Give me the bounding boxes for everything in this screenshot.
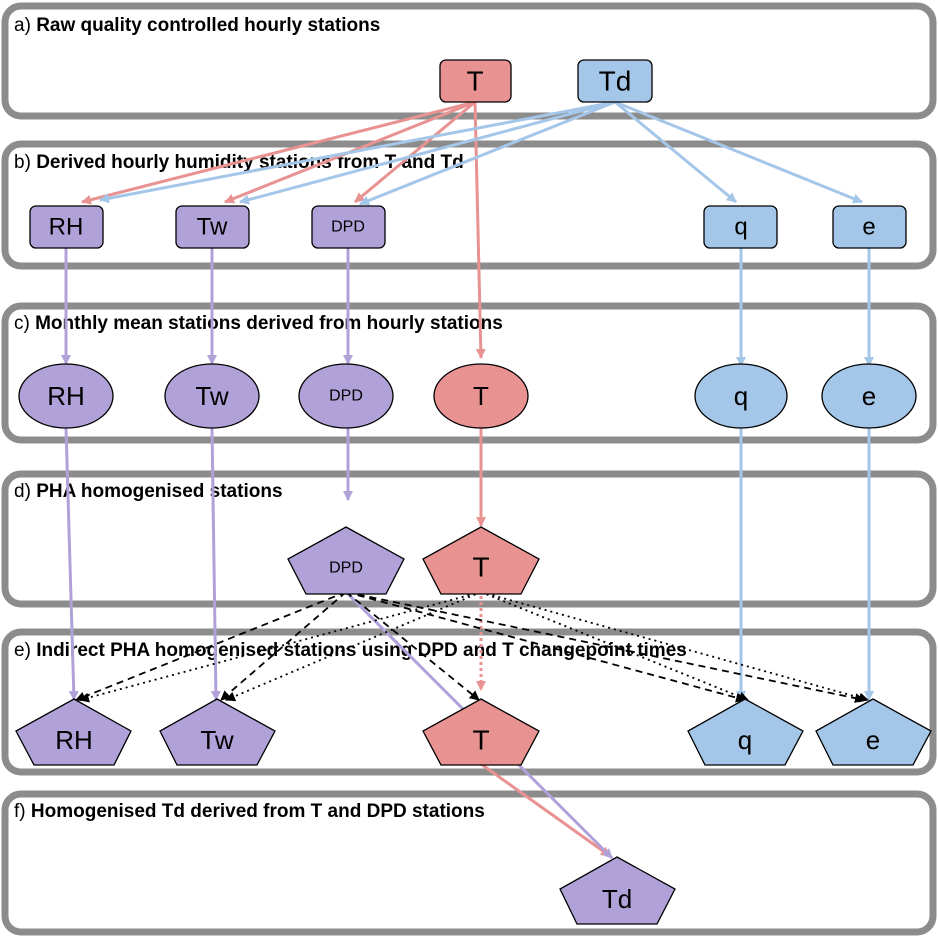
- node-c-q-label: q: [734, 381, 748, 411]
- panel-f-title: Homogenised Td derived from T and DPD st…: [31, 801, 485, 822]
- svg-text:c) Monthly mean stations deriv: c) Monthly mean stations derived from ho…: [14, 313, 503, 334]
- edge-d-DPD-to-e-RH-dashed: [75, 591, 347, 702]
- node-c-T-label: T: [473, 381, 489, 411]
- node-b-Tw: Tw: [175, 205, 250, 249]
- panel-a-letter: a): [14, 15, 31, 36]
- node-c-e: e: [821, 363, 917, 429]
- node-b-e-label: e: [862, 214, 875, 241]
- node-e-Tw: Tw: [159, 698, 276, 766]
- node-d-DPD-label: DPD: [329, 560, 363, 577]
- node-e-e: e: [815, 698, 932, 766]
- svg-text:d) PHA homogenised stations: d) PHA homogenised stations: [14, 481, 283, 502]
- edge-d-DPD-to-e-Tw-dashed: [220, 591, 347, 701]
- edge-a-Td-to-b-Tw: [239, 100, 616, 205]
- panel-c-letter: c): [14, 313, 30, 334]
- svg-text:b) Derived hourly humidity sta: b) Derived hourly humidity stations from…: [14, 152, 464, 173]
- node-a-T: T: [439, 59, 512, 103]
- node-c-Tw-label: Tw: [195, 381, 228, 411]
- node-e-T-label: T: [472, 725, 489, 756]
- node-e-q: q: [687, 698, 804, 766]
- edge-a-T-to-c-T: [473, 101, 486, 359]
- node-a-Td: Td: [577, 59, 653, 103]
- edge-d-T-to-e-q-dotted: [480, 591, 749, 702]
- edges-dewpoint: [99, 100, 874, 701]
- panel-d-letter: d): [14, 481, 31, 502]
- edge-a-Td-to-b-q: [614, 100, 737, 204]
- svg-text:f) Homogenised Td derived from: f) Homogenised Td derived from T and DPD…: [14, 801, 485, 822]
- node-c-DPD: DPD: [298, 363, 394, 429]
- edge-d-DPD-to-e-e-dashed: [345, 591, 865, 704]
- node-e-T: T: [422, 698, 540, 766]
- panel-e-letter: e): [14, 640, 31, 661]
- edge-a-T-to-b-DPD: [354, 100, 476, 204]
- edge-d-T-to-e-Tw-dotted: [225, 591, 482, 702]
- node-d-DPD: DPD: [287, 526, 405, 595]
- panel-c-title: Monthly mean stations derived from hourl…: [35, 313, 503, 334]
- svg-text:e) Indirect PHA homogenised st: e) Indirect PHA homogenised stations usi…: [14, 640, 687, 661]
- edge-c-Tw-to-e-Tw: [210, 427, 221, 701]
- edge-a-T-to-b-RH: [81, 100, 476, 205]
- edge-a-Td-to-b-RH: [99, 100, 616, 204]
- node-b-DPD: DPD: [311, 205, 386, 249]
- edge-d-T-to-e-e-dotted: [480, 591, 869, 703]
- node-c-DPD-label: DPD: [329, 388, 363, 405]
- edge-a-Td-to-b-DPD: [359, 100, 616, 206]
- node-c-RH-label: RH: [47, 381, 85, 411]
- panel-b-title: Derived hourly humidity stations from T …: [36, 152, 464, 173]
- edge-e-T-to-f-Td: [480, 762, 611, 858]
- svg-text:a) Raw quality controlled hour: a) Raw quality controlled hourly station…: [14, 15, 380, 36]
- edge-d-DPD-to-e-q-dashed: [345, 591, 746, 703]
- node-b-DPD-label: DPD: [331, 219, 365, 236]
- panel-b: b) Derived hourly humidity stations from…: [1, 140, 937, 270]
- node-a-Td-label: Td: [599, 66, 632, 97]
- edges-dpd-changepoints: [75, 591, 865, 704]
- node-c-Tw: Tw: [164, 363, 260, 429]
- panel-f-letter: f): [14, 801, 26, 822]
- edges-temperature: [81, 100, 611, 858]
- node-d-T: T: [422, 526, 540, 595]
- panel-b-letter: b): [14, 152, 31, 173]
- node-c-RH: RH: [18, 363, 114, 429]
- node-b-RH: RH: [29, 205, 104, 249]
- node-b-RH-label: RH: [49, 214, 84, 241]
- node-b-e: e: [832, 205, 907, 249]
- node-a-T-label: T: [466, 66, 483, 97]
- node-b-Tw-label: Tw: [197, 214, 228, 241]
- node-c-e-label: e: [862, 381, 876, 411]
- edge-a-Td-to-b-e: [614, 100, 863, 204]
- node-e-e-label: e: [866, 725, 880, 755]
- panel-d-title: PHA homogenised stations: [36, 481, 282, 502]
- panel-f: f) Homogenised Td derived from T and DPD…: [1, 790, 937, 936]
- panel-e-title: Indirect PHA homogenised stations using …: [36, 640, 687, 661]
- node-b-q: q: [703, 205, 778, 249]
- node-c-T: T: [433, 363, 529, 429]
- edges-t-changepoints: [79, 591, 869, 703]
- edge-d-DPD-to-e-T-dashed: [345, 591, 480, 701]
- panel-a-title: Raw quality controlled hourly stations: [36, 15, 380, 36]
- node-f-Td-label: Td: [602, 884, 632, 914]
- edge-c-RH-to-e-RH: [64, 427, 79, 701]
- node-f-Td: Td: [559, 856, 676, 925]
- node-e-RH-label: RH: [55, 725, 93, 755]
- node-b-q-label: q: [734, 214, 747, 241]
- node-e-Tw-label: Tw: [200, 725, 233, 755]
- node-e-q-label: q: [738, 725, 752, 755]
- node-c-q: q: [694, 363, 788, 429]
- node-d-T-label: T: [472, 552, 489, 583]
- node-e-RH: RH: [15, 698, 132, 766]
